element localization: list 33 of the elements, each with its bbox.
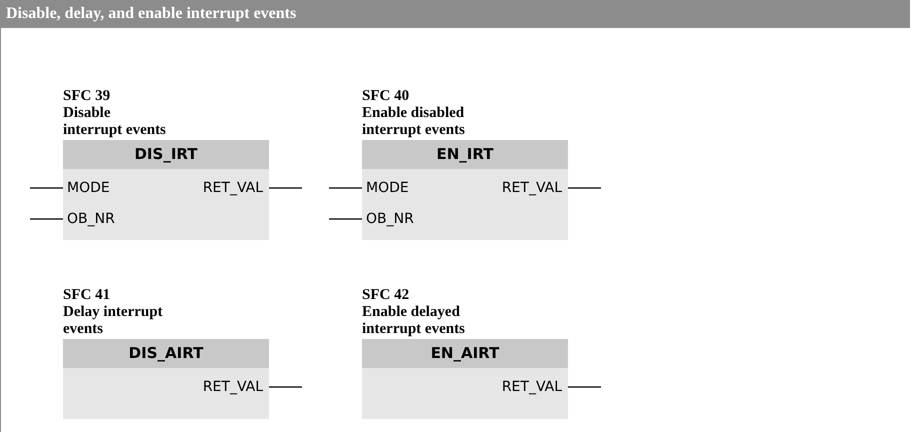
block-number: SFC 40	[362, 88, 410, 105]
title-bar: Disable, delay, and enable interrupt events	[0, 0, 910, 28]
pin-line	[269, 386, 302, 388]
block-name: DIS_AIRT	[63, 339, 269, 368]
function-block	[362, 287, 568, 419]
function-block	[362, 88, 568, 240]
pin-line	[329, 187, 362, 189]
pin-line	[329, 218, 362, 220]
pin-line	[30, 187, 63, 189]
block-number: SFC 42	[362, 287, 410, 304]
block-description: Disable interrupt events	[63, 105, 167, 139]
block-name: DIS_IRT	[63, 140, 269, 169]
block-name: EN_AIRT	[362, 339, 568, 368]
block-name: EN_IRT	[362, 140, 568, 169]
pin-line	[568, 187, 601, 189]
block-number: SFC 39	[63, 88, 110, 105]
pin-line	[568, 386, 601, 388]
pin-label: MODE	[67, 179, 110, 197]
pin-label: RET_VAL	[502, 378, 562, 396]
block-description: Enable disabled interrupt events	[362, 105, 466, 139]
block-number: SFC 41	[63, 287, 110, 304]
pin-line	[269, 187, 302, 189]
block-description: Enable delayed interrupt events	[362, 304, 466, 338]
pin-label: RET_VAL	[202, 179, 263, 197]
pin-line	[30, 218, 63, 220]
block-description: Delay interrupt events	[63, 304, 164, 338]
pin-label: RET_VAL	[202, 378, 263, 396]
pin-label: OB_NR	[67, 210, 115, 228]
function-block	[63, 88, 269, 240]
function-block	[63, 287, 269, 419]
pin-label: RET_VAL	[502, 179, 562, 197]
pin-label: OB_NR	[366, 210, 414, 228]
pin-label: MODE	[366, 179, 409, 197]
